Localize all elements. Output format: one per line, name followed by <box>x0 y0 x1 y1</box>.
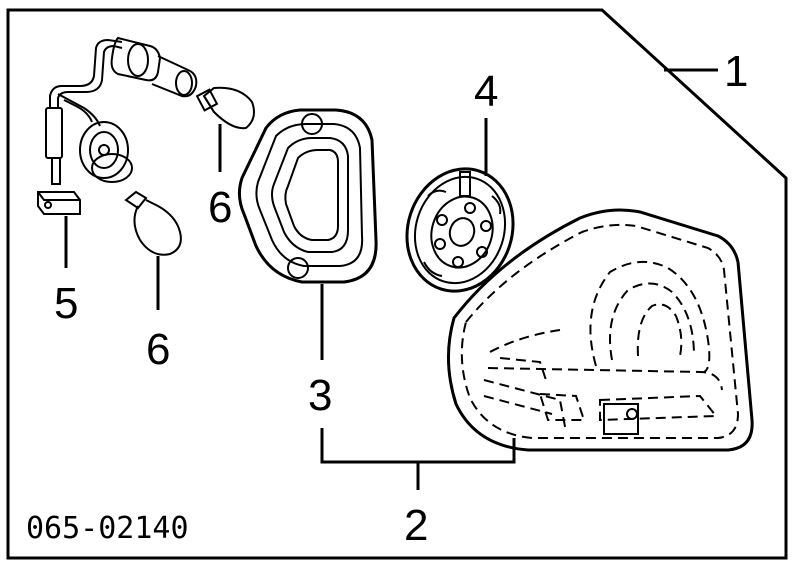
lower-bulb <box>124 190 182 256</box>
callout-2: 2 <box>404 501 428 550</box>
callout-3: 3 <box>308 371 332 420</box>
upper-bulb <box>195 86 255 130</box>
callout-6-upper: 6 <box>208 183 232 232</box>
callout-5: 5 <box>54 279 78 328</box>
lower-socket <box>79 121 133 183</box>
callout-1: 1 <box>724 47 748 96</box>
callout-6-lower: 6 <box>146 325 170 374</box>
wire-harness <box>37 38 123 215</box>
leader-2-bracket <box>320 428 516 464</box>
diagram-frame <box>6 8 788 560</box>
socket-cover <box>405 167 515 293</box>
lens-housing <box>447 208 754 452</box>
callout-4: 4 <box>474 67 498 116</box>
upper-socket <box>110 36 198 98</box>
gasket <box>237 108 378 284</box>
diagram-code: 065-02140 <box>26 511 189 546</box>
